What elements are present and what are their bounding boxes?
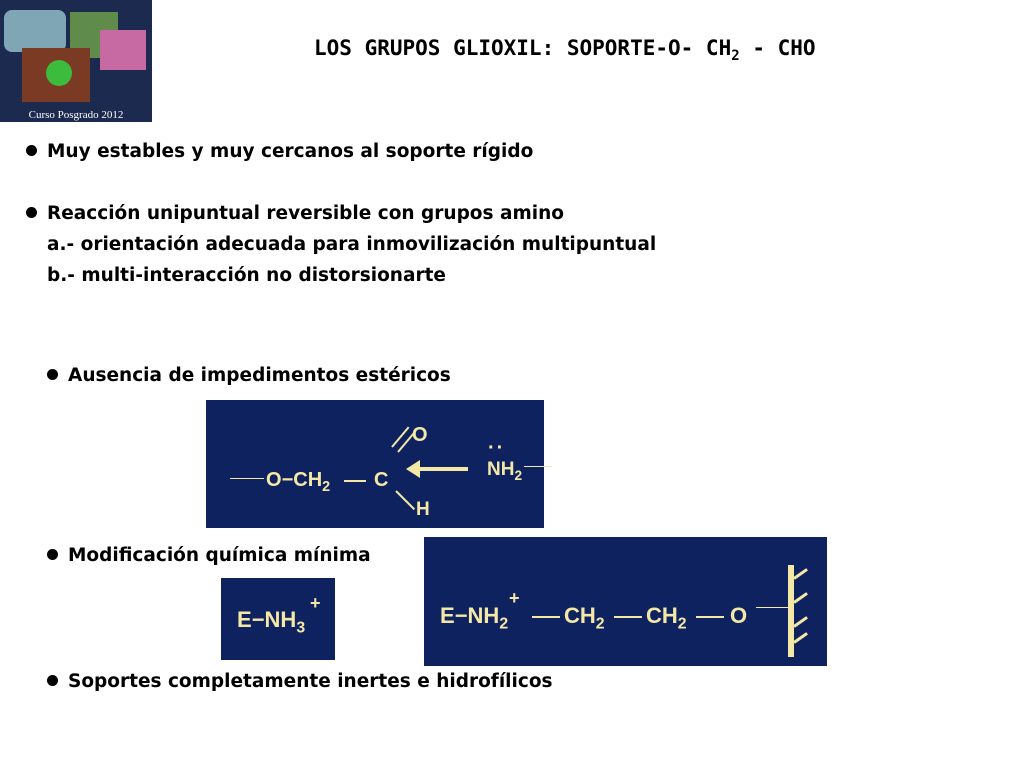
carbonyl-carbon: C xyxy=(374,469,389,491)
slide-title: LOS GRUPOS GLIOXIL: SOPORTE-O- CH2 - CHO xyxy=(314,36,816,64)
bullet-text: Ausencia de impedimentos estéricos xyxy=(68,365,451,386)
logo-photo-protein xyxy=(4,10,66,52)
bullet-item-supports: Soportes completamente inertes e hidrofí… xyxy=(47,670,553,694)
logo-caption: Curso Posgrado 2012 xyxy=(28,109,124,121)
bond-to-hydrogen xyxy=(395,490,416,511)
positive-charge: + xyxy=(509,588,520,608)
title-tail: - CHO xyxy=(739,36,816,60)
methylene-group-1: CH2 xyxy=(564,603,605,633)
support-bond-line xyxy=(230,478,264,479)
bullet-icon xyxy=(26,144,37,156)
title-subscript: 2 xyxy=(731,48,740,65)
immobilized-enzyme-diagram: E−NH2 + CH2 CH2 O xyxy=(424,537,827,666)
support-hatch-2 xyxy=(793,592,808,604)
sub-item-a: a.- orientación adecuada para inmoviliza… xyxy=(47,234,657,255)
logo-photo-green xyxy=(46,60,72,86)
bullet-text: Soportes completamente inertes e hidrofí… xyxy=(68,671,553,692)
lone-pair-dots: ·· xyxy=(488,437,506,459)
bullet-item-reaction: Reacción unipuntual reversible con grupo… xyxy=(26,202,564,226)
support-hatch-1 xyxy=(793,568,808,580)
bullet-item-modification: Modificación química mínima xyxy=(47,544,371,568)
bullet-text: Muy estables y muy cercanos al soporte r… xyxy=(47,141,534,162)
single-bond xyxy=(344,480,366,482)
title-main: LOS GRUPOS GLIOXIL: SOPORTE-O- CH xyxy=(314,36,732,60)
support-bond-line xyxy=(756,607,790,608)
amine-group: NH2 xyxy=(487,459,523,483)
protonated-amine-diagram: E−NH3 + xyxy=(221,578,335,660)
bullet-icon xyxy=(47,368,58,380)
sub-item-b: b.- multi-interacción no distorsionarte xyxy=(47,265,446,286)
logo-photo-flask xyxy=(100,30,146,70)
methylene-group-2: CH2 xyxy=(646,603,687,633)
carbonyl-oxygen: O xyxy=(412,424,428,446)
formula-oxygen: O−CH2 xyxy=(266,469,331,495)
aldehyde-amine-diagram: O−CH2 C O H ·· NH2 xyxy=(206,400,552,528)
bullet-text: Reacción unipuntual reversible con grupo… xyxy=(47,203,564,224)
double-bond-upper xyxy=(391,426,410,448)
bond-ch2-ch2 xyxy=(614,616,642,618)
bullet-item-stable: Muy estables y muy cercanos al soporte r… xyxy=(26,140,533,164)
arrow-head xyxy=(406,460,420,478)
enzyme-ammonium: E−NH3 xyxy=(237,607,306,637)
positive-charge: + xyxy=(310,593,321,613)
bullet-icon xyxy=(47,548,58,560)
ether-oxygen: O xyxy=(730,603,748,628)
bullet-text: Modificación química mínima xyxy=(68,545,371,566)
bullet-item-steric: Ausencia de impedimentos estéricos xyxy=(47,364,451,388)
bullet-icon xyxy=(26,206,37,218)
bond-ch2-o xyxy=(696,616,724,618)
protein-bond-line xyxy=(524,466,552,467)
course-logo: Curso Posgrado 2012 xyxy=(0,0,152,122)
nucleophilic-attack-arrow xyxy=(418,467,468,471)
support-hatch-3 xyxy=(793,616,808,628)
bond-nh-ch2 xyxy=(532,616,560,618)
enzyme-secondary-amine: E−NH2 xyxy=(440,603,509,633)
aldehyde-hydrogen: H xyxy=(416,499,430,520)
support-hatch-4 xyxy=(793,632,808,644)
bullet-icon xyxy=(47,674,58,686)
solid-support-surface xyxy=(788,565,794,657)
